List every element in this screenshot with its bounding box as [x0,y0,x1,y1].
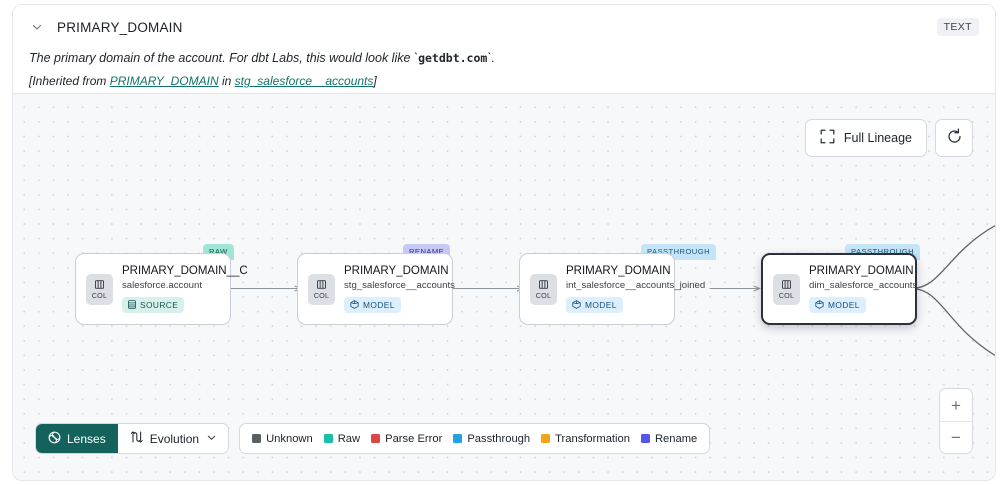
node-table-name: dim_salesforce_accounts [809,279,918,291]
edge-out-lower [911,287,995,356]
inherited-mid: in [218,74,235,89]
node-card[interactable]: COL PRIMARY_DOMAIN dim_salesforce_accounts… [761,253,917,325]
node-table-name: int_salesforce__accounts_joined [566,279,706,291]
refresh-button[interactable] [935,119,973,157]
cube-icon [572,299,581,311]
chevron-down-icon [206,432,217,446]
legend-label: Rename [654,432,698,445]
node-kind-label: MODEL [585,300,617,310]
evolution-label: Evolution [149,431,200,446]
lineage-legend: Unknown Raw Parse Error Passthrough Transfor… [239,423,711,454]
node-column-name: PRIMARY_DOMAIN [344,264,449,277]
inherited-open: [Inherited from [29,74,110,89]
column-header: PRIMARY_DOMAIN TEXT The primary domain o… [13,5,995,93]
lenses-button[interactable]: Lenses [36,424,118,453]
column-description: The primary domain of the account. For d… [29,49,979,67]
column-chip-label: COL [91,290,108,300]
column-chip-label: COL [778,290,795,300]
inherited-close: ] [373,74,377,89]
node-column-name: PRIMARY_DOMAIN [566,264,671,277]
legend-item[interactable]: Passthrough [453,433,530,445]
expand-corners-icon [820,129,835,147]
description-code: getdbt.com [418,51,488,65]
legend-item[interactable]: Parse Error [371,433,442,445]
legend-item[interactable]: Raw [323,432,361,445]
inherited-model-link[interactable]: stg_salesforce__accounts [234,74,374,89]
node-table-name: salesforce.account [122,279,202,291]
inherited-column-link[interactable]: PRIMARY_DOMAIN [109,74,219,89]
description-prefix: The primary domain of the account. For d… [29,51,419,65]
node-column-name: PRIMARY_DOMAIN [809,264,914,277]
cube-icon [815,299,824,311]
column-icon [539,279,548,289]
column-type-chip: COL [530,273,557,305]
node-card[interactable]: COL PRIMARY_DOMAIN int_salesforce__account… [519,253,706,325]
evolution-dropdown[interactable]: Evolution [117,424,229,453]
column-type-chip: COL [86,273,113,305]
node-table-name: stg_salesforce__accounts [344,279,455,291]
database-icon [128,299,136,311]
legend-label: Raw [337,432,361,445]
zoom-out-button[interactable]: − [940,421,972,453]
legend-swatch [371,434,381,443]
type-badge: TEXT [936,18,979,36]
lineage-edges [230,225,995,356]
column-icon [95,279,104,289]
legend-label: Passthrough [467,432,531,445]
full-lineage-button[interactable]: Full Lineage [804,119,927,157]
column-icon [782,279,791,289]
legend-swatch [252,434,262,443]
inherited-from-note: [Inherited from PRIMARY_DOMAIN in stg_sa… [29,74,979,88]
edge-out-upper [911,225,995,290]
legend-label: Unknown [266,432,313,445]
node-kind-badge: SOURCE [122,297,185,313]
column-icon [317,279,326,289]
legend-swatch [640,434,650,443]
legend-item[interactable]: Transformation [541,433,630,445]
column-lineage-panel: PRIMARY_DOMAIN TEXT The primary domain o… [12,4,996,481]
legend-swatch [453,434,463,443]
canvas-controls: Full Lineage [804,119,973,157]
zoom-in-button[interactable]: + [940,389,972,421]
refresh-icon [946,128,963,148]
bottom-toolbar: Lenses Evolution [35,423,711,454]
cube-icon [350,299,359,311]
column-type-chip: COL [773,273,800,305]
chevron-down-icon[interactable] [29,19,45,35]
lens-icon [48,431,61,447]
description-suffix: `. [487,51,495,65]
node-kind-badge: MODEL [566,297,623,313]
legend-swatch [323,434,333,443]
node-column-name: PRIMARY_DOMAIN__C [122,264,248,277]
node-kind-badge: MODEL [344,297,401,313]
evolution-arrows-icon [129,430,143,447]
column-chip-label: COL [535,290,552,300]
legend-item[interactable]: Unknown [252,433,313,445]
full-lineage-label: Full Lineage [843,131,912,145]
legend-label: Parse Error [385,432,443,445]
legend-label: Transformation [555,432,630,445]
node-kind-label: MODEL [828,300,860,310]
title-row: PRIMARY_DOMAIN [29,17,979,37]
node-kind-badge: MODEL [809,297,866,313]
legend-item[interactable]: Rename [640,432,698,445]
node-kind-label: MODEL [363,300,395,310]
lens-group: Lenses Evolution [35,423,230,454]
legend-swatch [541,434,551,443]
node-card[interactable]: COL PRIMARY_DOMAIN stg_salesforce__account… [297,253,455,325]
node-body: PRIMARY_DOMAIN int_salesforce__accounts_j… [566,264,706,314]
node-kind-label: SOURCE [140,300,179,310]
page-title: PRIMARY_DOMAIN [57,19,183,35]
column-chip-label: COL [313,290,330,300]
zoom-controls: + − [939,388,973,454]
lenses-label: Lenses [67,431,106,446]
column-type-chip: COL [308,273,335,305]
